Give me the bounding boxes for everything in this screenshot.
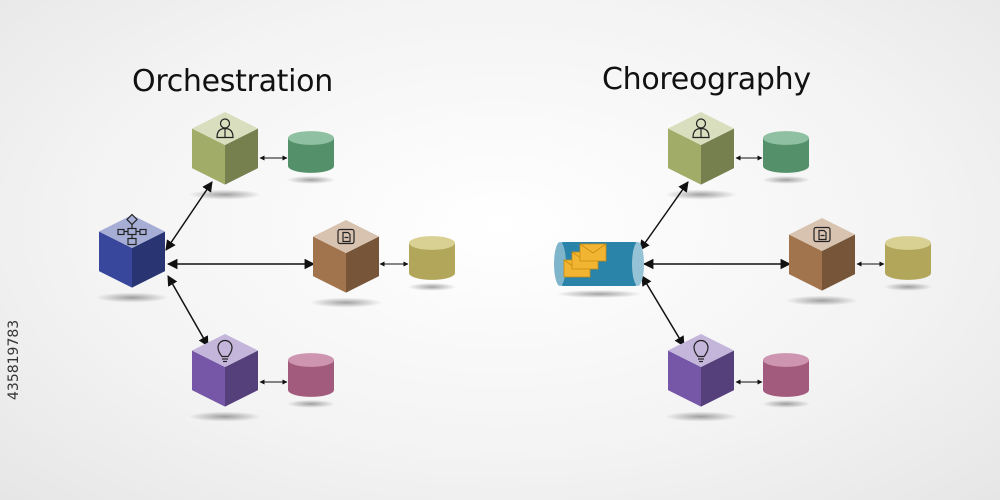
right-idea-database-body (763, 360, 809, 397)
right-idea-service-cube-left-face (668, 350, 701, 407)
left-user-service-cube-left-face (192, 128, 225, 185)
right-user-service-cube-right-face (701, 128, 734, 185)
workflow-icon (117, 213, 147, 246)
left-user-database-body (288, 138, 334, 173)
left-document-service-cube-left-face (313, 236, 346, 293)
left-document-database-shadow (407, 282, 457, 291)
right-document-database-top (885, 236, 931, 250)
left-idea-service-cube-top-face (192, 334, 258, 367)
left-idea-service-cube-left-face (192, 350, 225, 407)
choreography-title: Choreography (602, 62, 811, 97)
right-user-database-shadow (761, 175, 811, 184)
document-icon (337, 228, 355, 245)
left-user-database-shadow (286, 175, 336, 184)
left-user-service-cube-shadow (188, 189, 262, 200)
right-document-service-cube-top-face (789, 218, 855, 251)
orchestrator-cube-right-face (132, 231, 165, 288)
left-arrow-to-user-service (165, 181, 213, 251)
right-user-database-top (763, 131, 809, 145)
left-idea-database-top (288, 353, 334, 367)
message-queue-shadow (556, 290, 642, 298)
right-idea-service-cube-top-face (668, 334, 734, 367)
left-user-service-cube-right-face (225, 128, 258, 185)
left-document-database (409, 236, 456, 280)
orchestrator-cube (99, 213, 165, 288)
person-icon (692, 118, 710, 139)
left-document-service-cube-shadow (309, 297, 383, 308)
edges-layer (165, 155, 885, 385)
right-user-service-cube (668, 112, 734, 185)
left-user-database-top (288, 131, 334, 145)
right-arrow-to-idea-service (641, 275, 685, 347)
lightbulb-icon (693, 339, 709, 363)
orchestration-title: Orchestration (132, 64, 333, 99)
message-queue-right-cap (632, 242, 644, 286)
nodes-layer (99, 112, 931, 407)
orchestrator-cube-left-face (99, 231, 132, 288)
left-idea-database (288, 353, 334, 397)
message-queue-left-cap (554, 242, 566, 286)
left-idea-service-cube-right-face (225, 350, 258, 407)
left-document-service-cube (313, 220, 379, 293)
left-document-database-body (409, 243, 456, 280)
right-document-database (885, 236, 931, 280)
lightbulb-icon (217, 339, 233, 363)
right-idea-database-shadow (761, 399, 811, 408)
right-idea-database-top (763, 353, 809, 367)
right-user-database (763, 131, 809, 173)
left-idea-service-cube-shadow (188, 411, 262, 422)
right-idea-database (763, 353, 809, 397)
right-idea-service-cube-right-face (701, 350, 734, 407)
orchestrator-cube-top-face (99, 215, 165, 248)
right-user-database-body (763, 138, 809, 173)
right-user-service-cube-left-face (668, 128, 701, 185)
left-arrow-to-idea-service (167, 275, 209, 347)
right-idea-service-cube-shadow (664, 411, 738, 422)
right-idea-service-cube (668, 334, 734, 407)
person-icon (216, 118, 234, 139)
orchestrator-cube-shadow (95, 292, 169, 303)
right-document-database-shadow (883, 282, 933, 291)
left-idea-service-cube (192, 334, 258, 407)
left-document-service-cube-right-face (346, 236, 379, 293)
left-idea-database-shadow (286, 399, 336, 408)
envelopes-icon (563, 243, 607, 278)
right-document-service-cube (789, 218, 855, 291)
left-user-database (288, 131, 334, 173)
document-icon (813, 226, 831, 243)
left-user-service-cube (192, 112, 258, 185)
right-arrow-to-user-service (639, 181, 689, 251)
message-queue (554, 242, 644, 286)
left-document-service-cube-top-face (313, 220, 379, 253)
right-document-service-cube-right-face (822, 234, 855, 291)
left-idea-database-body (288, 360, 334, 397)
left-document-database-top (409, 236, 455, 250)
shadows-layer (95, 175, 933, 422)
right-document-service-cube-shadow (785, 295, 859, 306)
right-document-service-cube-left-face (789, 234, 822, 291)
right-document-database-body (885, 243, 931, 280)
right-user-service-cube-shadow (664, 189, 738, 200)
